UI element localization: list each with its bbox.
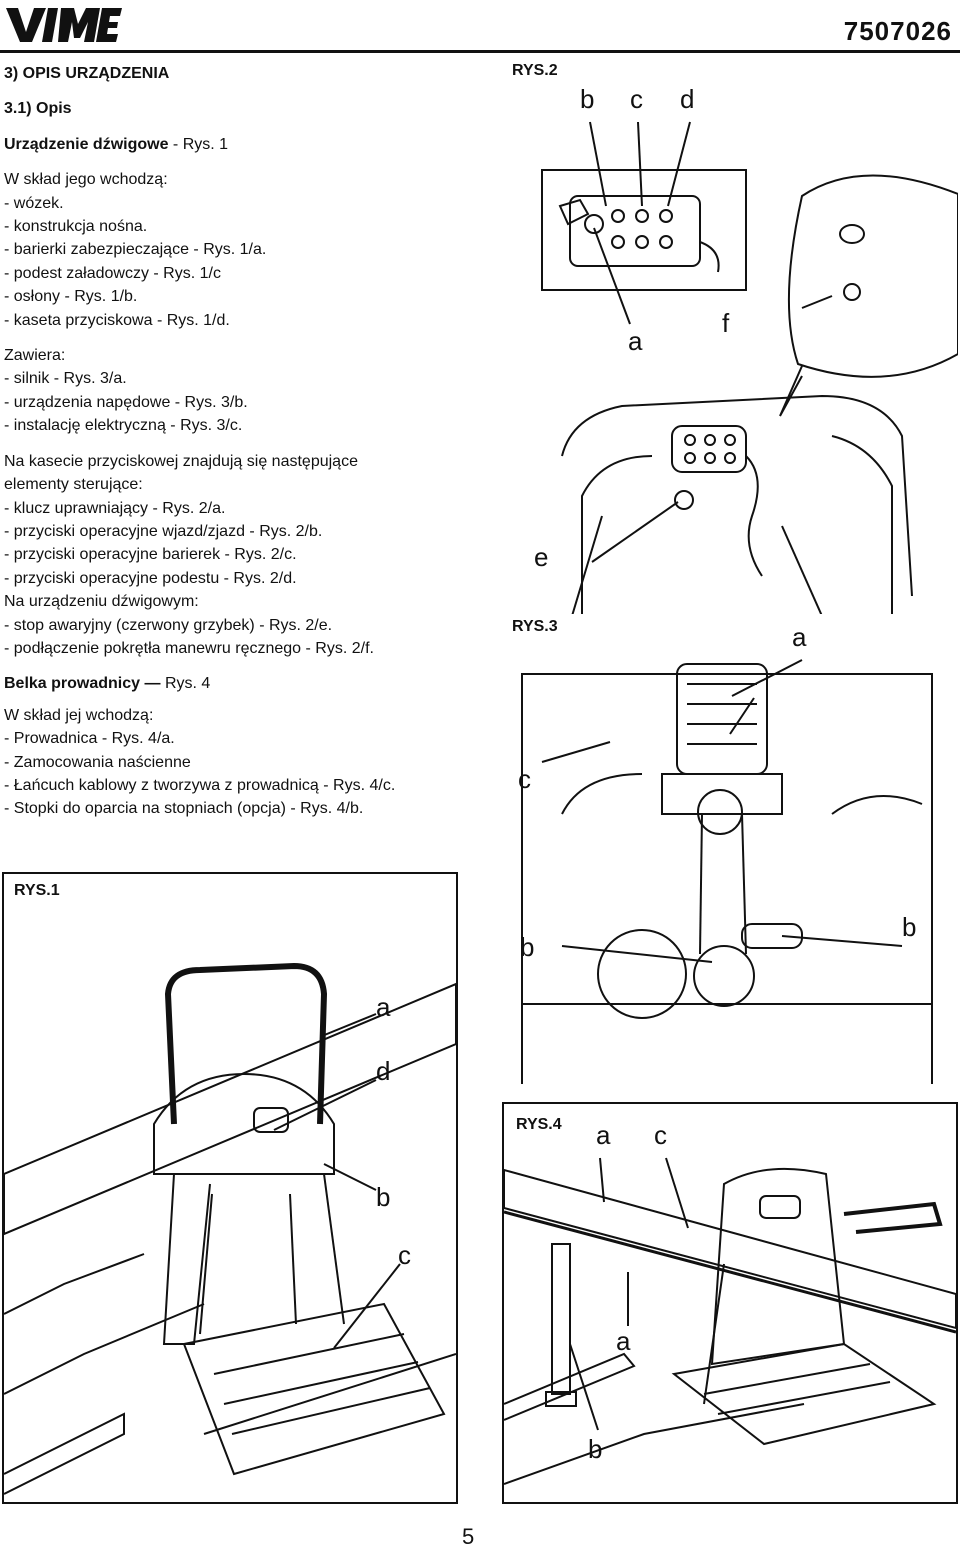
section-heading: 3) OPIS URZĄDZENIA <box>4 65 170 82</box>
callout-label: c <box>518 764 531 794</box>
vimec-logo: VIMEC <box>4 4 122 44</box>
figure-rys1: RYS.1 <box>2 872 458 1504</box>
rail-intro: W skład jej wchodzą: <box>4 706 154 724</box>
device-intro: W skład jego wchodzą: <box>4 171 168 189</box>
rys1-drawing <box>4 962 456 1495</box>
device-on-label: Na urządzeniu dźwigowym: <box>4 593 199 611</box>
callout-label: b <box>376 1182 391 1212</box>
list-item: - wózek. <box>4 194 64 212</box>
figure-rys4: RYS.4 a c <box>502 1102 958 1504</box>
callout-label: a <box>792 622 807 652</box>
rail-heading: Belka prowadnicy — Rys. 4 <box>4 675 211 693</box>
list-item: - osłony - Rys. 1/b. <box>4 288 138 306</box>
callout-label: d <box>680 84 695 114</box>
list-item: - stop awaryjny (czerwony grzybek) - Rys… <box>4 616 333 634</box>
figure-title: RYS.3 <box>512 618 558 635</box>
page-number: 5 <box>462 1524 475 1549</box>
list-item: - przyciski operacyjne podestu - Rys. 2/… <box>4 569 297 587</box>
figure-rys3: RYS.3 a c b b <box>502 614 956 1092</box>
callout-label: a <box>616 1326 631 1356</box>
callout-label: c <box>654 1120 667 1150</box>
description-column: 3) OPIS URZĄDZENIA 3.1) Opis Urządzenie … <box>4 62 494 821</box>
list-item: - kaseta przyciskowa - Rys. 1/d. <box>4 311 230 329</box>
figure-title: RYS.1 <box>14 882 60 899</box>
list-item: - Prowadnica - Rys. 4/a. <box>4 730 175 748</box>
rys2-drawing <box>541 121 959 617</box>
list-item: - podest załadowczy - Rys. 1/c <box>4 264 221 282</box>
callout-label: a <box>596 1120 611 1150</box>
list-item: - konstrukcja nośna. <box>4 218 148 236</box>
rys4-drawing <box>504 1157 956 1485</box>
callout-label: c <box>630 84 643 114</box>
list-item: - barierki zabezpieczające - Rys. 1/a. <box>4 241 267 259</box>
list-item: - Zamocowania naścienne <box>4 753 191 771</box>
controls-intro: Na kasecie przyciskowej znajdują się nas… <box>4 452 358 470</box>
figure-title: RYS.4 <box>516 1116 562 1133</box>
list-item: - przyciski operacyjne wjazd/zjazd - Rys… <box>4 522 323 540</box>
list-item: - klucz uprawniający - Rys. 2/a. <box>4 499 226 517</box>
list-item: - urządzenia napędowe - Rys. 3/b. <box>4 393 248 411</box>
figure-rys2: RYS.2 <box>502 56 959 617</box>
callout-label: e <box>534 542 549 572</box>
callout-label: b <box>588 1434 603 1464</box>
callout-label: b <box>580 84 595 114</box>
callout-label: c <box>398 1240 411 1270</box>
header-rule <box>0 50 960 53</box>
contains-label: Zawiera: <box>4 347 66 365</box>
list-item: - Łańcuch kablowy z tworzywa z prowadnic… <box>4 776 396 794</box>
callout-label: f <box>722 308 730 338</box>
figure-title: RYS.2 <box>512 62 558 79</box>
callout-label: b <box>520 932 535 962</box>
document-number: 7507026 <box>843 16 952 46</box>
callout-label: a <box>628 326 643 356</box>
list-item: - przyciski operacyjne barierek - Rys. 2… <box>4 546 297 564</box>
list-item: - silnik - Rys. 3/a. <box>4 370 127 388</box>
controls-intro-cont: elementy sterujące: <box>4 476 143 494</box>
list-item: - Stopki do oparcia na stopniach (opcja)… <box>4 800 364 818</box>
subsection-heading: 3.1) Opis <box>4 100 72 118</box>
brand-text: VIMEC <box>4 42 7 44</box>
device-heading: Urządzenie dźwigowe - Rys. 1 <box>4 135 229 153</box>
rys3-drawing <box>521 659 933 1084</box>
list-item: - instalację elektryczną - Rys. 3/c. <box>4 417 243 435</box>
callout-label: b <box>902 912 917 942</box>
list-item: - podłączenie pokrętła manewru ręcznego … <box>4 639 374 657</box>
callout-label: d <box>376 1056 391 1086</box>
callout-label: a <box>376 992 391 1022</box>
